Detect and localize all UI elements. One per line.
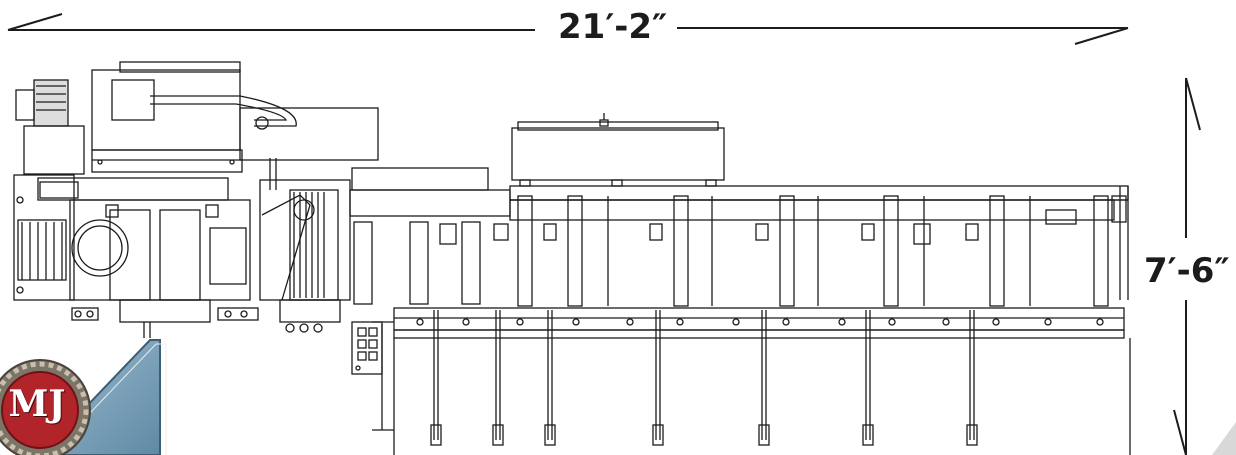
overall-width-label: 21′-2″ <box>548 10 678 44</box>
roller-columns <box>353 195 1109 307</box>
overhead-cabinet <box>511 113 725 187</box>
width-dimension-line <box>7 13 1129 45</box>
overall-height-label: 7′-6″ <box>1140 248 1234 294</box>
upper-hood <box>91 61 379 173</box>
main-beam <box>37 177 259 338</box>
logo-text: MJ <box>8 383 66 425</box>
company-logo <box>0 339 167 455</box>
conveyor-frame <box>349 167 1129 300</box>
corner-fold <box>1212 422 1236 455</box>
control-panel <box>351 321 383 375</box>
cutter-section <box>259 158 351 333</box>
height-dimension-line <box>1173 77 1201 455</box>
infeed-module <box>13 79 85 301</box>
machine-drawing <box>13 61 1131 455</box>
lower-table <box>372 307 1131 455</box>
